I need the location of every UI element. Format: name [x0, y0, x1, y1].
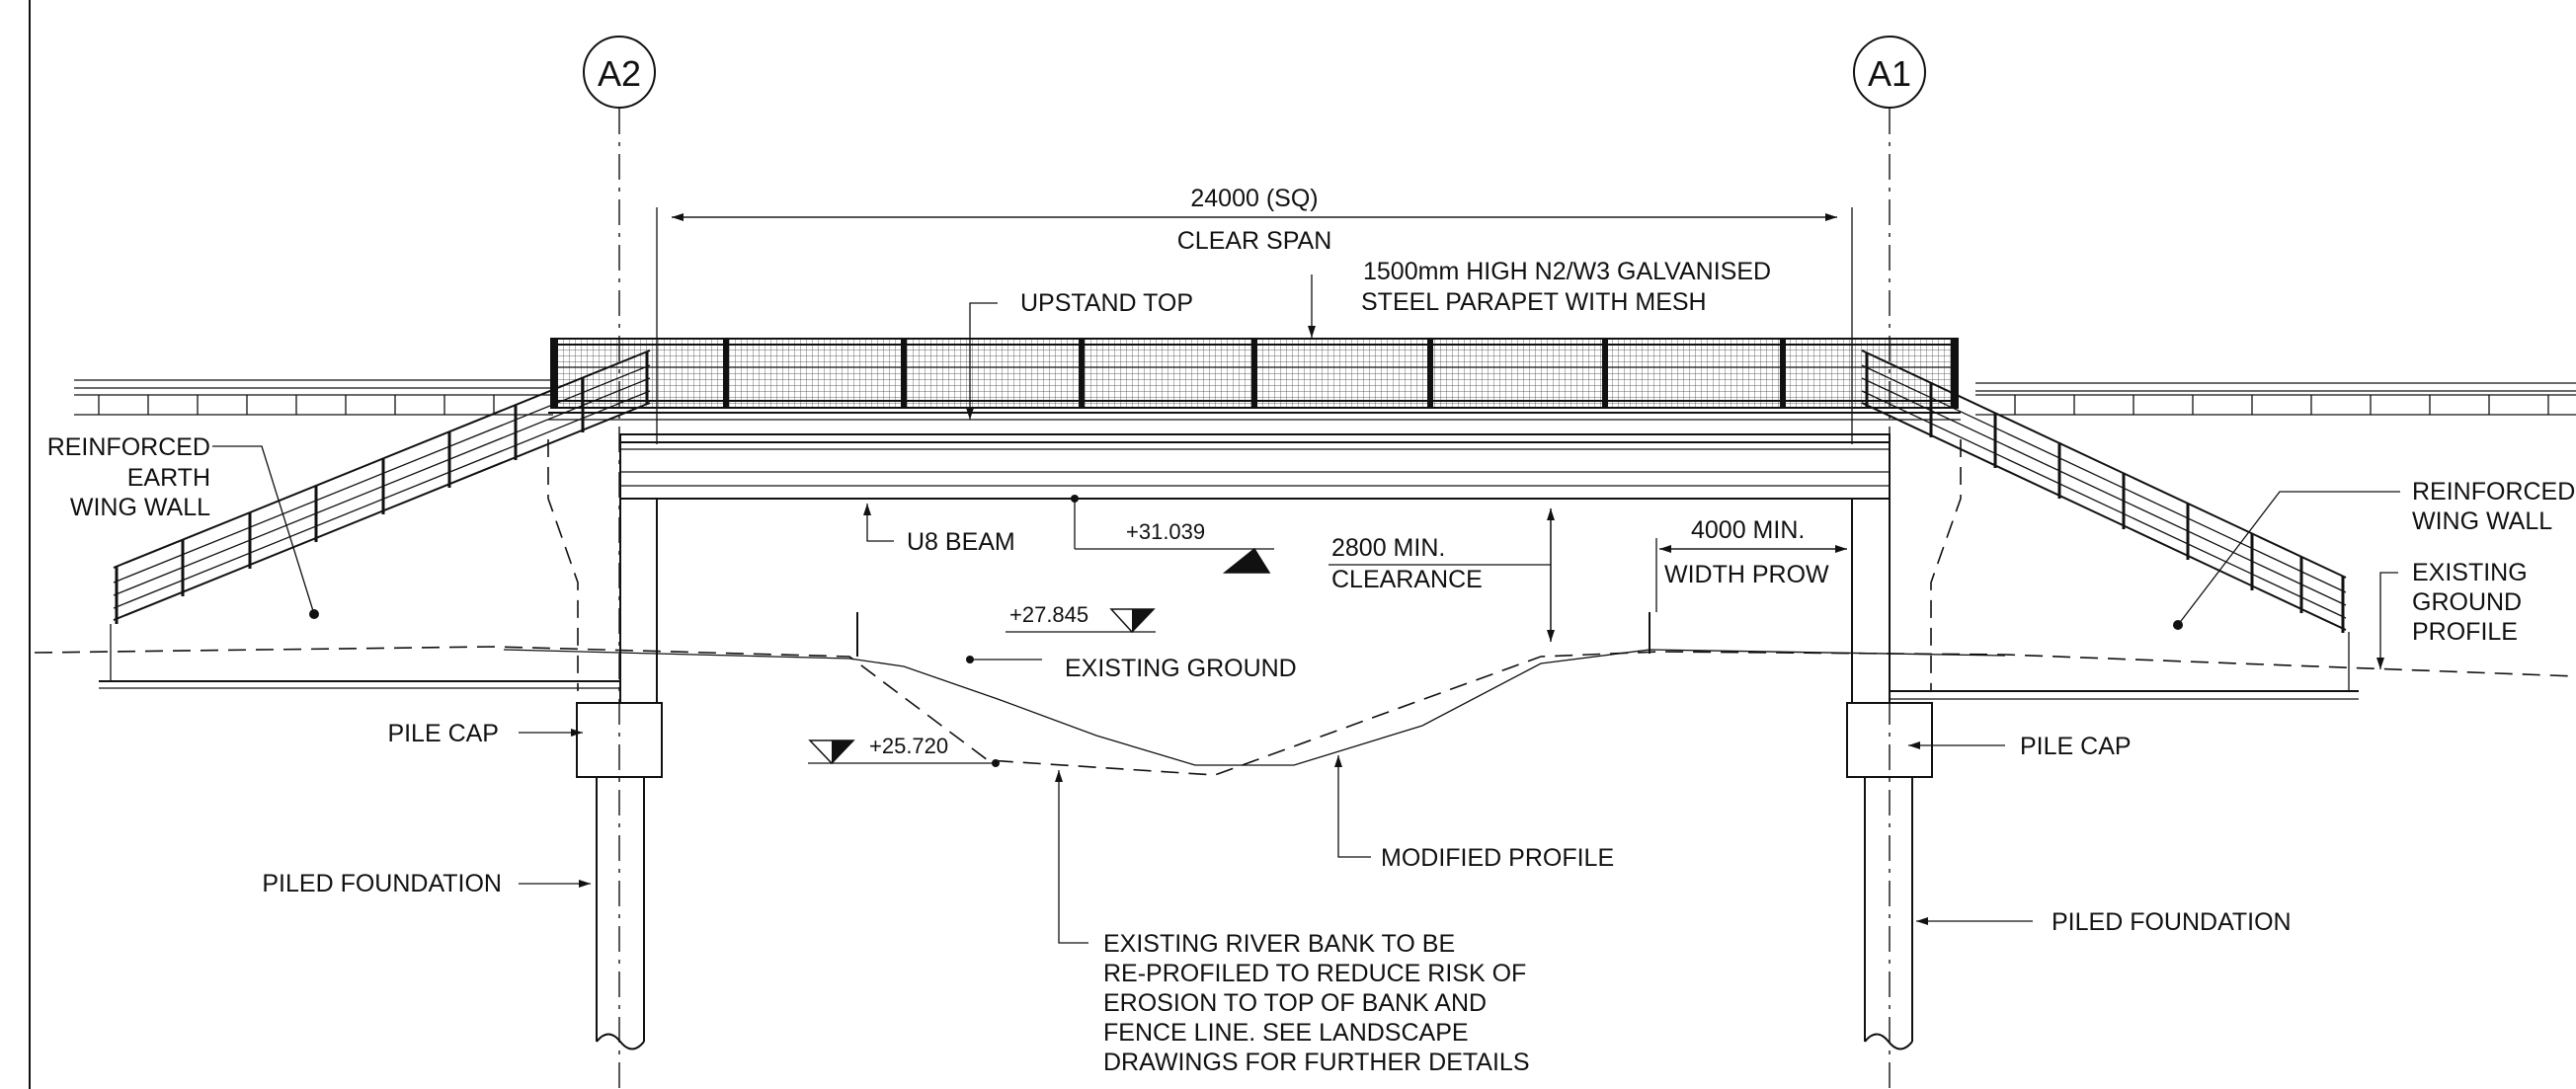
span-label-text: CLEAR SPAN [1177, 227, 1332, 255]
level-marker-ground: +27.845 [966, 602, 1156, 663]
level-marker-bank: +25.720 [808, 734, 1000, 767]
level-ground-text: +27.845 [1009, 602, 1088, 627]
river-bank-note-line3: EROSION TO TOP OF BANK AND [1103, 989, 1487, 1017]
wing-wall-left-label-line3: WING WALL [70, 494, 210, 521]
abutment-outline-left [547, 439, 579, 691]
level-bank-text: +25.720 [869, 734, 948, 758]
modified-profile-label: MODIFIED PROFILE [1381, 844, 1614, 872]
existing-ground-line [34, 646, 2576, 776]
gridline-a2-label: A2 [598, 53, 641, 94]
piled-foundation-left-label: PILED FOUNDATION [262, 870, 502, 897]
pier-left [576, 499, 663, 1050]
existing-ground-label: EXISTING GROUND [1065, 655, 1297, 682]
river-bank-note-line1: EXISTING RIVER BANK TO BE [1103, 930, 1455, 958]
prow-value-text: 4000 MIN. [1691, 516, 1805, 544]
pile-cap-left-label: PILE CAP [387, 720, 499, 747]
steel-parapet [550, 338, 1959, 409]
upstand-top-label: UPSTAND TOP [1020, 289, 1193, 317]
prow-label-text: WIDTH PROW [1664, 561, 1829, 588]
span-dimension-text: 24000 (SQ) [1190, 185, 1318, 212]
parapet-note-line2: STEEL PARAPET WITH MESH [1361, 288, 1707, 316]
gridline-a1-bubble [1853, 36, 1926, 109]
abutment-outline-right [1930, 439, 1962, 691]
prow-width-dimension: 4000 MIN. WIDTH PROW [1655, 516, 1847, 612]
pile-cap-right [1846, 702, 1933, 778]
clearance-label-text: CLEARANCE [1331, 566, 1483, 593]
clearance-value-text: 2800 MIN. [1331, 534, 1445, 562]
river-bank-note-line2: RE-PROFILED TO REDUCE RISK OF [1103, 960, 1526, 987]
wing-wall-right [1861, 350, 2359, 700]
leaders [212, 274, 2400, 944]
ground-profile-label-line2: GROUND [2412, 588, 2522, 616]
clearance-dimension: 2800 MIN. CLEARANCE [1328, 508, 1555, 642]
piled-foundation-right-label: PILED FOUNDATION [2052, 908, 2292, 936]
gridline-a2-bubble [583, 36, 656, 109]
pile-cap-left [576, 702, 663, 778]
pile-cap-right-label: PILE CAP [2020, 733, 2132, 760]
bridge-deck [548, 412, 1961, 500]
u8-beam-label: U8 BEAM [907, 528, 1015, 556]
level-marker-soffit: +31.039 [1071, 495, 1274, 574]
background-railing-left [74, 379, 553, 416]
river-bank-note-line4: FENCE LINE. SEE LANDSCAPE [1103, 1019, 1469, 1047]
wing-wall-right-label-line1: REINFORCED EARTH [2412, 478, 2576, 506]
modified-profile-line [503, 649, 2006, 766]
river-bank-note-line5: DRAWINGS FOR FURTHER DETAILS [1103, 1049, 1530, 1076]
background-railing-right [1975, 382, 2576, 416]
wing-wall-left-label-line1: REINFORCED [47, 433, 210, 461]
gridline-a1-label: A1 [1868, 53, 1911, 94]
wing-wall-right-label-line2: WING WALL [2412, 507, 2552, 535]
ground-profile-label-line3: PROFILE [2412, 618, 2518, 646]
level-soffit-text: +31.039 [1126, 519, 1205, 544]
wing-wall-left [99, 350, 651, 689]
ground-profile-label-line1: EXISTING [2412, 559, 2528, 586]
parapet-note-line1: 1500mm HIGH N2/W3 GALVANISED [1363, 258, 1771, 285]
pier-right [1846, 499, 1933, 1050]
wing-wall-left-label-line2: EARTH [127, 464, 210, 492]
clear-span-dimension: 24000 (SQ) CLEAR SPAN [656, 185, 1853, 444]
